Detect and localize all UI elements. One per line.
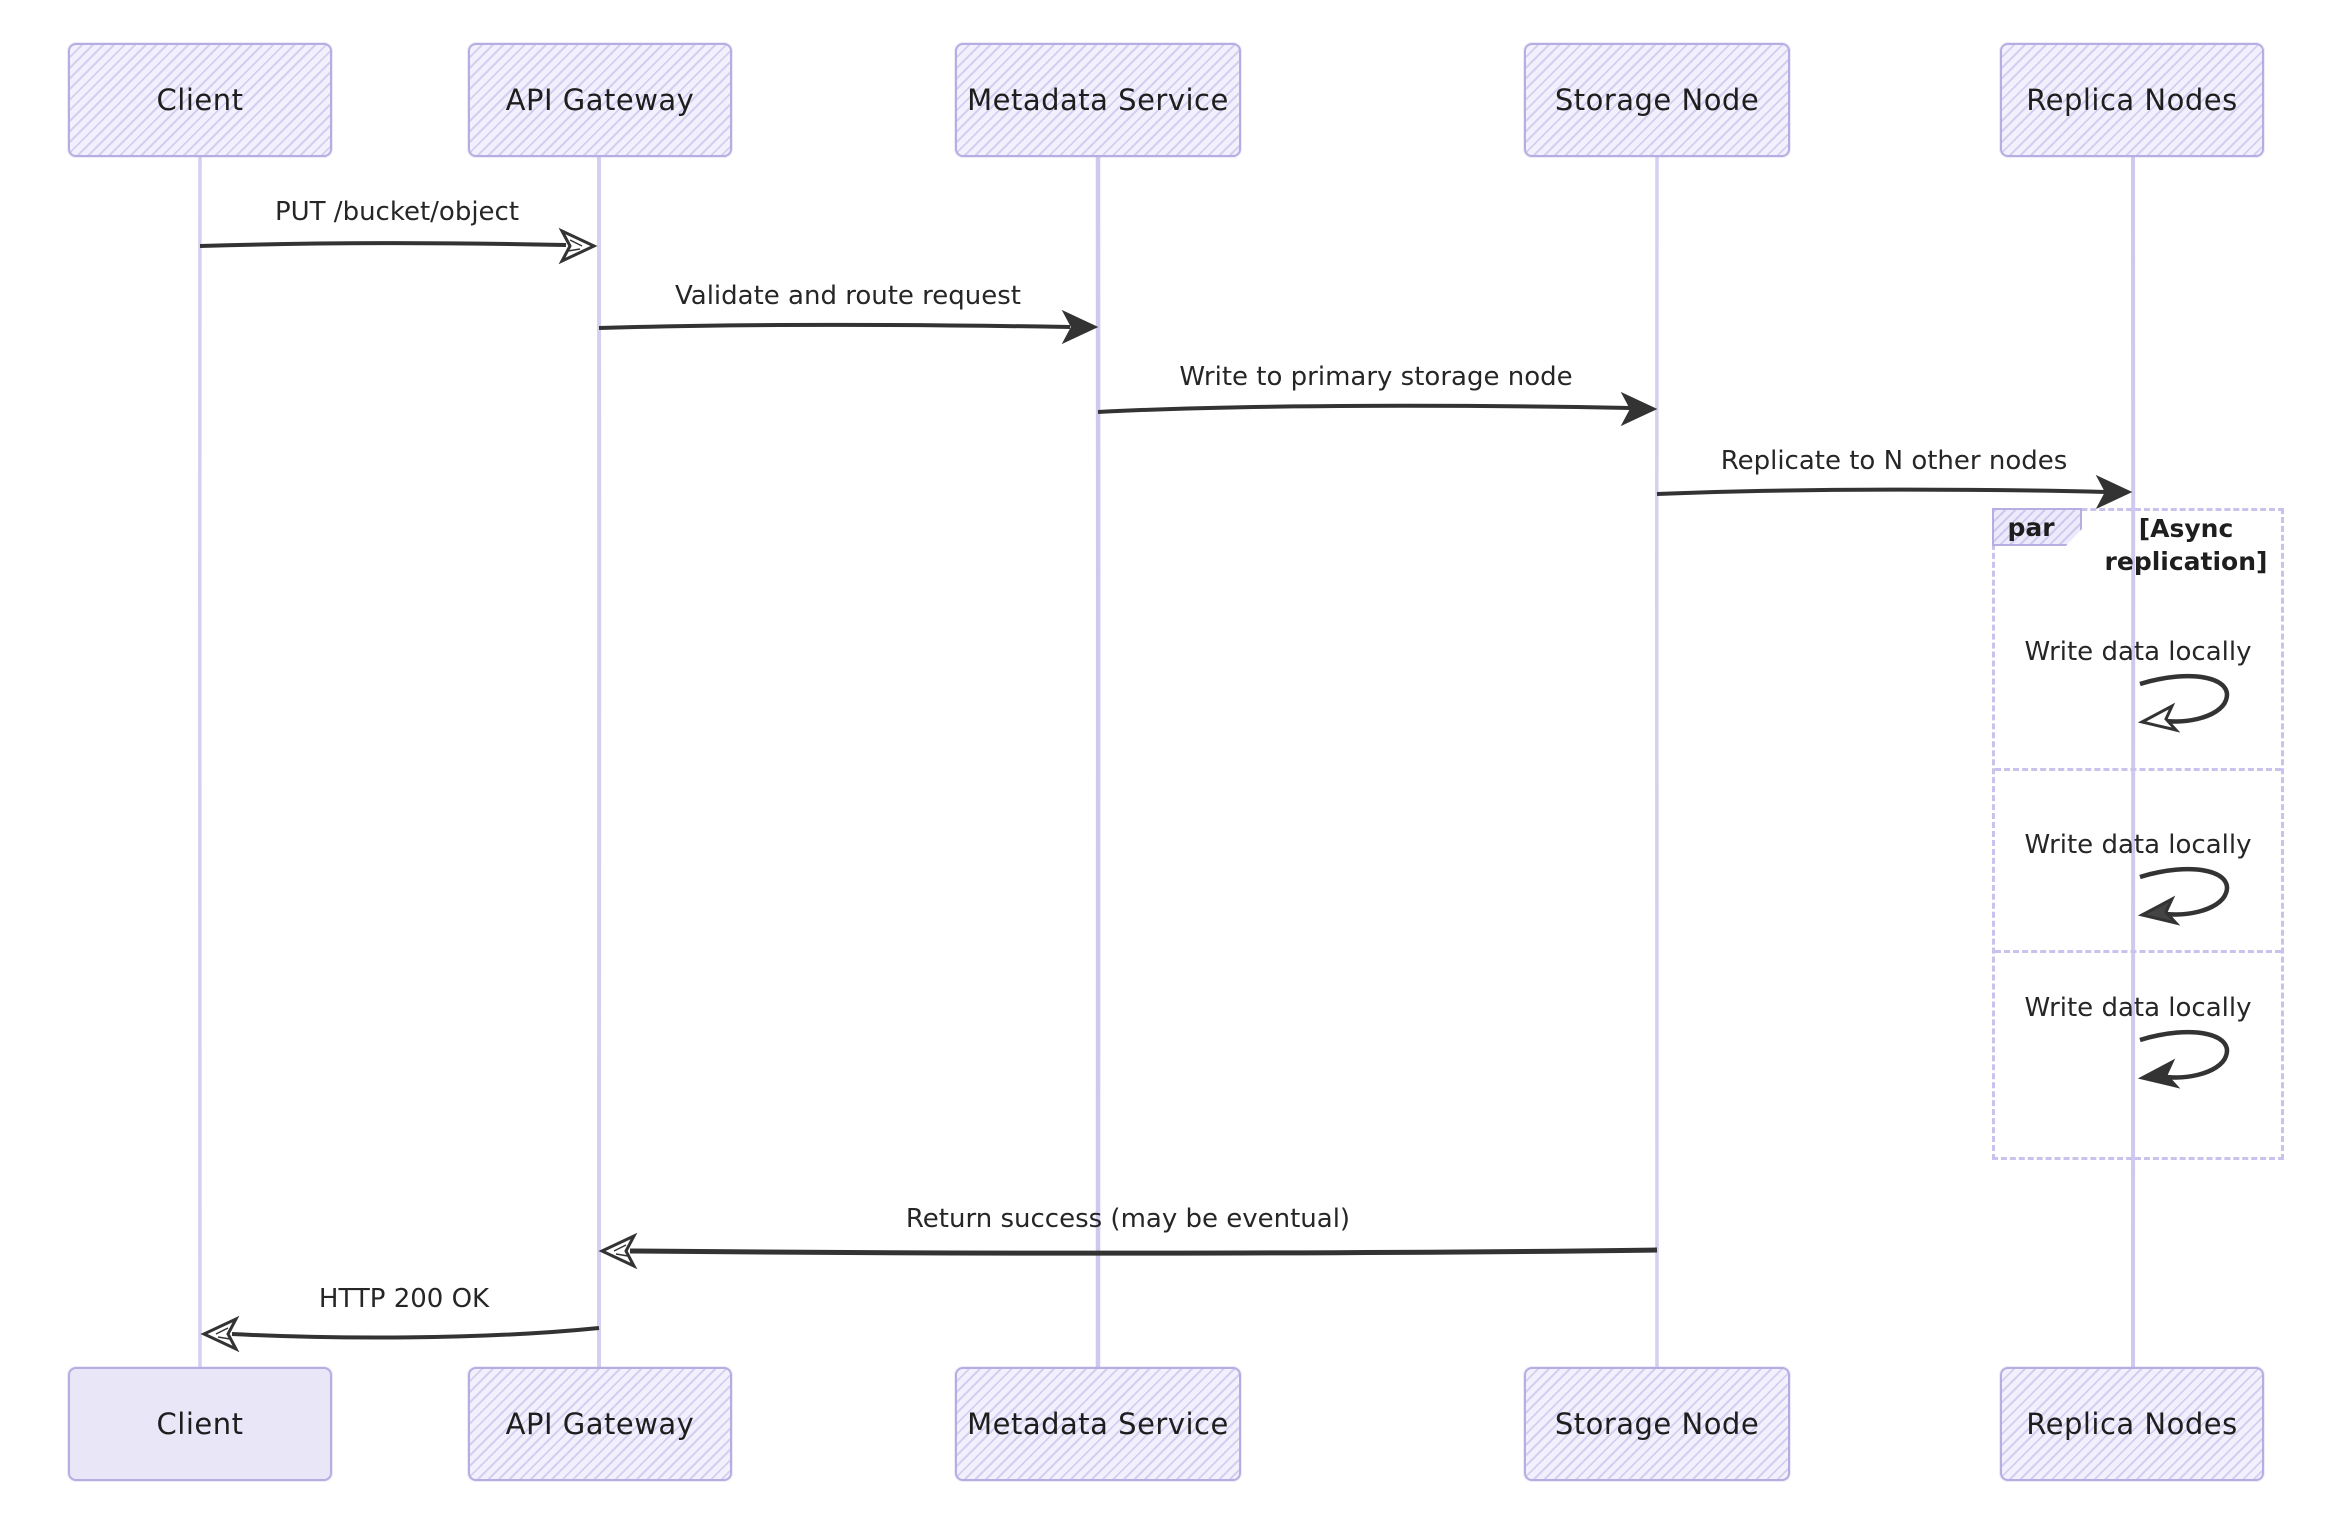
par-divider-1 bbox=[1995, 768, 2281, 771]
actor-metadata-service-top-label: Metadata Service bbox=[967, 83, 1229, 117]
actor-replica-nodes-bottom-label: Replica Nodes bbox=[2026, 1407, 2238, 1441]
actor-client-top: Client bbox=[68, 43, 332, 157]
par-divider-2 bbox=[1995, 950, 2281, 953]
message-put-label: PUT /bucket/object bbox=[274, 197, 520, 227]
message-arrowhead-return-hatch bbox=[613, 1244, 629, 1257]
par-keyword-label: par bbox=[1992, 508, 2082, 546]
actor-api-gateway-bottom: API Gateway bbox=[468, 1367, 732, 1481]
lifeline-api-gateway bbox=[596, 156, 602, 1368]
self-loop-arrow-3 bbox=[2139, 1029, 2230, 1080]
message-arrowhead-replicate bbox=[2095, 474, 2133, 510]
actor-replica-nodes-top-label: Replica Nodes bbox=[2026, 83, 2238, 117]
message-arrowhead-write-primary bbox=[1620, 391, 1658, 427]
message-http-ok-label: HTTP 200 OK bbox=[318, 1284, 490, 1314]
actor-metadata-service-bottom-label: Metadata Service bbox=[967, 1407, 1229, 1441]
self-loop-arrow-1 bbox=[2139, 673, 2230, 724]
actor-replica-nodes-bottom: Replica Nodes bbox=[2000, 1367, 2264, 1481]
message-line-http-ok bbox=[231, 1326, 600, 1340]
message-arrowhead-put bbox=[558, 227, 598, 265]
lifeline-storage-node bbox=[1654, 156, 1660, 1368]
actor-api-gateway-top: API Gateway bbox=[468, 43, 732, 157]
actor-storage-node-top-label: Storage Node bbox=[1554, 83, 1760, 117]
par-condition-label: [Async replication] bbox=[2104, 514, 2268, 576]
message-arrowhead-put-hatch bbox=[567, 239, 583, 252]
message-arrowhead-http-ok bbox=[200, 1315, 240, 1353]
lifeline-client bbox=[197, 156, 203, 1368]
self-loop-arrowhead-1 bbox=[2137, 702, 2181, 733]
self-loop-arrowhead-2 bbox=[2137, 895, 2181, 926]
lifeline-metadata-service bbox=[1095, 156, 1101, 1368]
message-line-return-success bbox=[629, 1247, 1658, 1256]
message-arrowhead-http-hatch bbox=[215, 1327, 231, 1340]
message-write-primary-label: Write to primary storage node bbox=[1179, 362, 1573, 392]
message-line-replicate bbox=[1656, 487, 2107, 496]
actor-storage-node-top: Storage Node bbox=[1524, 43, 1790, 157]
actor-replica-nodes-top: Replica Nodes bbox=[2000, 43, 2264, 157]
actor-metadata-service-bottom: Metadata Service bbox=[955, 1367, 1241, 1481]
par-block-frame bbox=[1992, 508, 2284, 1160]
actor-client-bottom-label: Client bbox=[156, 1407, 244, 1441]
par-branch-2-label: Write data locally bbox=[2024, 830, 2252, 860]
message-line-put bbox=[199, 241, 567, 248]
message-arrowhead-validate bbox=[1061, 309, 1099, 345]
actor-api-gateway-bottom-label: API Gateway bbox=[505, 1407, 695, 1441]
actor-storage-node-bottom: Storage Node bbox=[1524, 1367, 1790, 1481]
self-loop-arrowhead-3 bbox=[2137, 1058, 2181, 1089]
message-arrowhead-return-success bbox=[598, 1232, 638, 1270]
par-branch-3-label: Write data locally bbox=[2024, 993, 2252, 1023]
actor-storage-node-bottom-label: Storage Node bbox=[1554, 1407, 1760, 1441]
par-keyword-text: par bbox=[2007, 512, 2055, 542]
actor-client-top-label: Client bbox=[156, 83, 244, 117]
actor-client-bottom: Client bbox=[68, 1367, 332, 1481]
par-branch-1-label: Write data locally bbox=[2024, 637, 2252, 667]
actor-api-gateway-top-label: API Gateway bbox=[505, 83, 695, 117]
self-loop-arrow-2 bbox=[2139, 866, 2230, 917]
actor-metadata-service-top: Metadata Service bbox=[955, 43, 1241, 157]
message-line-write-primary bbox=[1097, 403, 1631, 414]
message-line-validate bbox=[598, 322, 1071, 330]
lifeline-replica-nodes bbox=[2130, 156, 2136, 1368]
message-validate-label: Validate and route request bbox=[674, 281, 1022, 311]
message-return-success-label: Return success (may be eventual) bbox=[905, 1204, 1351, 1234]
message-replicate-label: Replicate to N other nodes bbox=[1720, 446, 2068, 476]
